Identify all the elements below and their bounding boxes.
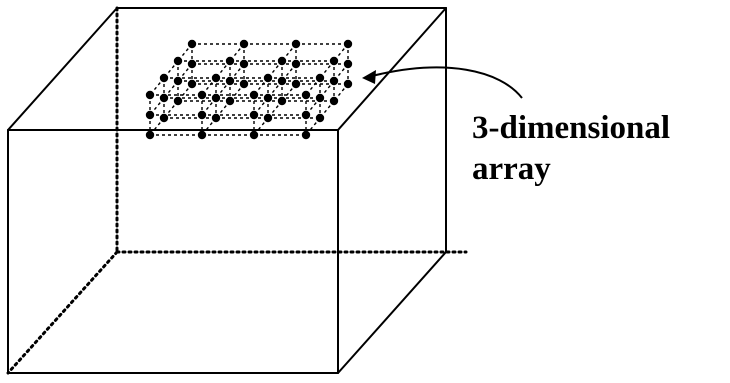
array-node xyxy=(159,93,169,103)
label-array: array xyxy=(472,151,551,187)
hidden-edge-bottom-diagonal xyxy=(6,250,119,375)
array-node xyxy=(187,59,197,69)
array-node xyxy=(263,73,273,83)
array-node xyxy=(225,76,235,86)
callout-arrow xyxy=(362,66,523,99)
array-node xyxy=(277,76,287,86)
array-node xyxy=(159,73,169,83)
array-node xyxy=(197,90,207,100)
array-node xyxy=(211,93,221,103)
array-node xyxy=(197,110,207,120)
array-node xyxy=(211,73,221,83)
top-edge-right xyxy=(337,7,447,131)
array-node xyxy=(291,39,301,49)
array-node xyxy=(239,39,249,49)
array-node xyxy=(301,110,311,120)
array-node xyxy=(343,79,353,89)
array-node xyxy=(173,56,183,66)
array-node xyxy=(145,110,155,120)
array-node xyxy=(145,90,155,100)
array-node xyxy=(225,96,235,106)
array-node xyxy=(301,90,311,100)
array-node xyxy=(343,39,353,49)
array-node xyxy=(249,130,259,140)
array-node xyxy=(301,130,311,140)
array-node xyxy=(187,39,197,49)
container-box xyxy=(6,6,468,375)
label-3-dimensional: 3-dimensional xyxy=(472,110,671,146)
array-node xyxy=(291,79,301,89)
array-node xyxy=(249,110,259,120)
array-node xyxy=(197,130,207,140)
array-node xyxy=(315,113,325,123)
array-node xyxy=(315,73,325,83)
array-node xyxy=(211,113,221,123)
array-node xyxy=(249,90,259,100)
array-node xyxy=(173,96,183,106)
array-node xyxy=(277,56,287,66)
array-node xyxy=(263,93,273,103)
array-node xyxy=(263,113,273,123)
callout-arrow-curve xyxy=(371,66,523,99)
array-lattice-nodes xyxy=(145,39,353,140)
array-node xyxy=(277,96,287,106)
array-node xyxy=(239,59,249,69)
array-node xyxy=(315,93,325,103)
array-node xyxy=(145,130,155,140)
array-node xyxy=(187,79,197,89)
bottom-edge-right xyxy=(337,251,447,374)
array-node xyxy=(329,96,339,106)
array-node xyxy=(225,56,235,66)
callout-arrowhead xyxy=(362,70,376,84)
array-node xyxy=(329,76,339,86)
array-node xyxy=(343,59,353,69)
top-edge-left xyxy=(7,7,118,131)
array-node xyxy=(291,59,301,69)
array-node xyxy=(329,56,339,66)
array-node xyxy=(159,113,169,123)
array-node xyxy=(239,79,249,89)
array-node xyxy=(173,76,183,86)
